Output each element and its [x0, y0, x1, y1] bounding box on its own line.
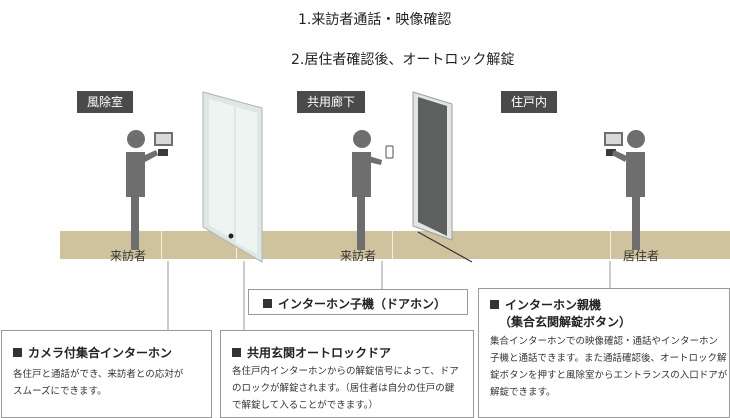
- visitor-label: 来訪者: [110, 249, 147, 263]
- floor: [60, 231, 730, 259]
- dwelling-door-icon: [412, 91, 473, 263]
- autolock-door-title: 共用玄関オートロックドア: [232, 344, 391, 361]
- master-intercom-description: 集合インターホンでの映像確認・通話やインターホン 子機と通話できます。また通話確…: [490, 333, 727, 401]
- camera-intercom-title: カメラ付集合インターホン: [13, 344, 172, 361]
- square-bullet-icon: [263, 299, 272, 308]
- resident-label: 居住者: [623, 249, 660, 263]
- description-line: のロックが解錠されます。（居住者は自分の住戸の鍵: [232, 383, 455, 394]
- camera-intercom-description: 各住戸と通話ができ、来訪者との応対が スムーズにできます。: [13, 366, 183, 400]
- square-bullet-icon: [490, 300, 499, 309]
- autolock-door-box: 共用玄関オートロックドア 各住戸内インターホンからの解錠信号によって、ドア のロ…: [220, 330, 474, 418]
- intercom-handset-title: インターホン子機（ドアホン）: [263, 295, 446, 312]
- camera-intercom-panel-icon: [154, 132, 173, 156]
- description-line: で解錠して入ることができます。）: [232, 400, 379, 411]
- description-line: 子機と通話できます。また通話確認後、オートロック解: [490, 353, 727, 364]
- master-intercom-title-text: インターホン親機: [505, 298, 602, 312]
- intercom-handset-title-text: インターホン子機（ドアホン）: [278, 297, 447, 311]
- camera-intercom-box: カメラ付集合インターホン 各住戸と通話ができ、来訪者との応対が スムーズにできま…: [1, 330, 212, 418]
- autolock-door-description: 各住戸内インターホンからの解錠信号によって、ドア のロックが解錠されます。（居住…: [232, 363, 459, 414]
- resident-figure-icon: [612, 130, 645, 250]
- square-bullet-icon: [232, 348, 241, 357]
- master-intercom-box: インターホン親機 （集合玄関解錠ボタン） 集合インターホンでの映像確認・通話やイ…: [478, 288, 730, 418]
- square-bullet-icon: [13, 348, 22, 357]
- visitor-label: 来訪者: [340, 249, 377, 263]
- description-line: 集合インターホンでの映像確認・通話やインターホン: [490, 336, 719, 347]
- zone-label-dwelling: 住戸内: [501, 91, 558, 113]
- floor-divider: [610, 231, 611, 259]
- description-line: 各住戸内インターホンからの解錠信号によって、ドア: [232, 366, 459, 377]
- step-2-text: 2.居住者確認後、オートロック解錠: [291, 52, 515, 68]
- step-1-text: 1.来訪者通話・映像確認: [298, 12, 452, 28]
- zone-label-corridor: 共用廊下: [297, 91, 366, 113]
- floor-divider: [161, 231, 162, 259]
- autolock-glass-door-icon: [202, 91, 263, 263]
- visitor-figure-icon: [126, 130, 158, 250]
- description-line: スムーズにできます。: [13, 386, 107, 397]
- intercom-handset-box: インターホン子機（ドアホン）: [248, 289, 468, 315]
- master-intercom-title: インターホン親機: [490, 296, 601, 313]
- description-line: 各住戸と通話ができ、来訪者との応対が: [13, 369, 184, 380]
- visitor-figure-icon: [352, 130, 394, 250]
- master-intercom-subtitle: （集合玄関解錠ボタン）: [499, 315, 632, 329]
- camera-intercom-title-text: カメラ付集合インターホン: [28, 346, 173, 360]
- description-line: 解錠できます。: [490, 387, 556, 398]
- floor-divider: [392, 231, 393, 259]
- autolock-door-title-text: 共用玄関オートロックドア: [247, 346, 392, 360]
- zone-label-windbreak: 風除室: [77, 91, 134, 113]
- master-intercom-panel-icon: [604, 132, 623, 156]
- description-line: 錠ボタンを押すと風除室からエントランスの入口ドアが: [490, 370, 728, 381]
